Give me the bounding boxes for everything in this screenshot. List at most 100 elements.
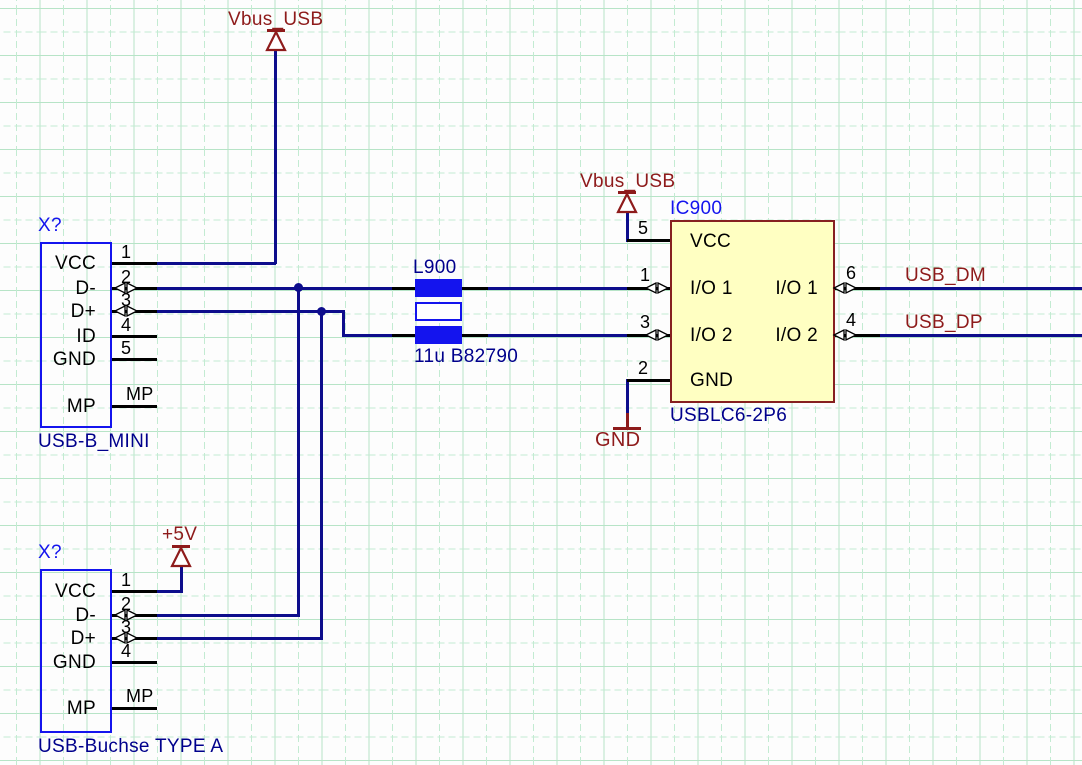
choke-winding-top[interactable] [415, 279, 462, 297]
pin-stub [392, 334, 416, 337]
pin-stub [461, 334, 488, 337]
pin-name: MP [66, 396, 96, 417]
connector-bottom-body[interactable] [40, 569, 112, 733]
ic-pin-number: 5 [638, 218, 649, 238]
connector-top-ref[interactable]: X? [38, 215, 62, 236]
power-flag-icon [170, 547, 192, 568]
connector-top-value[interactable]: USB-B_MINI [38, 431, 150, 452]
ic-pin-number: 2 [638, 358, 649, 378]
bidir-arrow-icon [113, 608, 139, 622]
wire-usb-dm[interactable] [880, 287, 1082, 290]
bidir-arrow-icon [832, 281, 858, 295]
pin-number: 4 [121, 641, 132, 661]
wire-dplus-upper[interactable] [157, 310, 344, 313]
pin-stub [834, 287, 880, 290]
junction-dot [317, 307, 326, 316]
pin-name: GND [52, 652, 96, 673]
pin-name: D- [75, 278, 96, 299]
pin-stub [627, 379, 671, 382]
bidir-arrow-icon [832, 328, 858, 342]
pin-number: 3 [121, 290, 132, 310]
bidir-arrow-icon [113, 281, 139, 295]
wire-dminus-right[interactable] [487, 287, 628, 290]
pin-name: GND [52, 349, 96, 370]
bidir-arrow-icon [644, 281, 670, 295]
ic-pin-name: I/O 2 [775, 325, 818, 346]
wire-dminus-drop[interactable] [297, 287, 300, 617]
pin-number: 1 [121, 570, 132, 590]
pin-stub [461, 287, 488, 290]
net-label-usb-dm[interactable]: USB_DM [905, 265, 986, 286]
ic-value[interactable]: USBLC6-2P6 [670, 405, 788, 426]
ic-pin-number: 3 [640, 312, 651, 332]
pin-stub [112, 405, 157, 408]
power-label-vbus-top[interactable]: Vbus_USB [228, 9, 324, 30]
ic-ref[interactable]: IC900 [670, 198, 723, 219]
wire-dplus-lower-left[interactable] [342, 334, 393, 337]
ic-pin-name: I/O 1 [690, 278, 733, 299]
pin-stub [112, 335, 157, 338]
pin-number: 4 [121, 315, 132, 335]
pin-stub [112, 262, 157, 265]
ic-pin-number: 4 [846, 310, 857, 330]
gnd-symbol-icon [626, 413, 629, 428]
ic-pin-number: 6 [846, 263, 857, 283]
gnd-symbol-icon [613, 427, 641, 430]
wire-ic-gnd[interactable] [626, 379, 629, 415]
ic-body[interactable] [670, 220, 835, 403]
wire-5v-horizontal[interactable] [157, 590, 183, 593]
connector-bottom-value[interactable]: USB-Buchse TYPE A [38, 736, 224, 757]
bidir-arrow-icon [113, 304, 139, 318]
ic-pin-name: GND [690, 370, 734, 391]
connector-bottom-ref[interactable]: X? [38, 542, 62, 563]
wire-5v-vertical[interactable] [180, 565, 183, 593]
net-label-usb-dp[interactable]: USB_DP [905, 312, 983, 333]
pin-number: MP [126, 686, 154, 706]
pin-number: 5 [121, 338, 132, 358]
power-flag-icon [265, 31, 287, 52]
pin-stub [112, 590, 157, 593]
ic-pin-name: I/O 2 [690, 325, 733, 346]
wire-dplus-step[interactable] [342, 310, 345, 337]
pin-name: D- [75, 605, 96, 626]
wire-dplus-right[interactable] [487, 334, 628, 337]
power-label-vbus-ic[interactable]: Vbus_USB [580, 171, 676, 192]
pin-stub [834, 334, 880, 337]
power-flag-icon [616, 193, 638, 214]
wire-dminus-bottom[interactable] [157, 614, 300, 617]
ic-pin-name: I/O 1 [775, 278, 818, 299]
power-label-5v[interactable]: +5V [162, 524, 198, 545]
pin-stub [112, 661, 157, 664]
pin-stub [112, 707, 157, 710]
pin-name: VCC [54, 581, 96, 602]
choke-winding-bottom[interactable] [415, 326, 462, 344]
pin-name: ID [76, 326, 96, 347]
pin-number: MP [126, 384, 154, 404]
wire-dminus-left[interactable] [157, 287, 393, 290]
choke-ref[interactable]: L900 [413, 257, 457, 278]
pin-name: D+ [70, 301, 96, 322]
wire-usb-dp[interactable] [880, 334, 1082, 337]
pin-stub [392, 287, 416, 290]
junction-dot [294, 283, 303, 292]
pin-name: VCC [54, 253, 96, 274]
ic-pin-number: 1 [640, 265, 651, 285]
pin-stub [627, 239, 671, 242]
pin-number: 2 [121, 594, 132, 614]
wire-vbus-vertical[interactable] [274, 49, 277, 264]
bidir-arrow-icon [113, 631, 139, 645]
choke-value[interactable]: 11u B82790 [414, 346, 519, 367]
wire-vcc-top[interactable] [157, 262, 276, 265]
choke-core[interactable] [415, 302, 462, 321]
pin-stub [112, 358, 157, 361]
wire-dplus-bottom[interactable] [157, 637, 323, 640]
pin-name: MP [66, 698, 96, 719]
connector-top-body[interactable] [40, 242, 112, 428]
pin-number: 1 [121, 242, 132, 262]
pin-number: 3 [121, 617, 132, 637]
wire-dplus-drop[interactable] [320, 310, 323, 640]
power-label-gnd[interactable]: GND [595, 429, 641, 451]
wire-ic-vcc[interactable] [626, 211, 629, 242]
